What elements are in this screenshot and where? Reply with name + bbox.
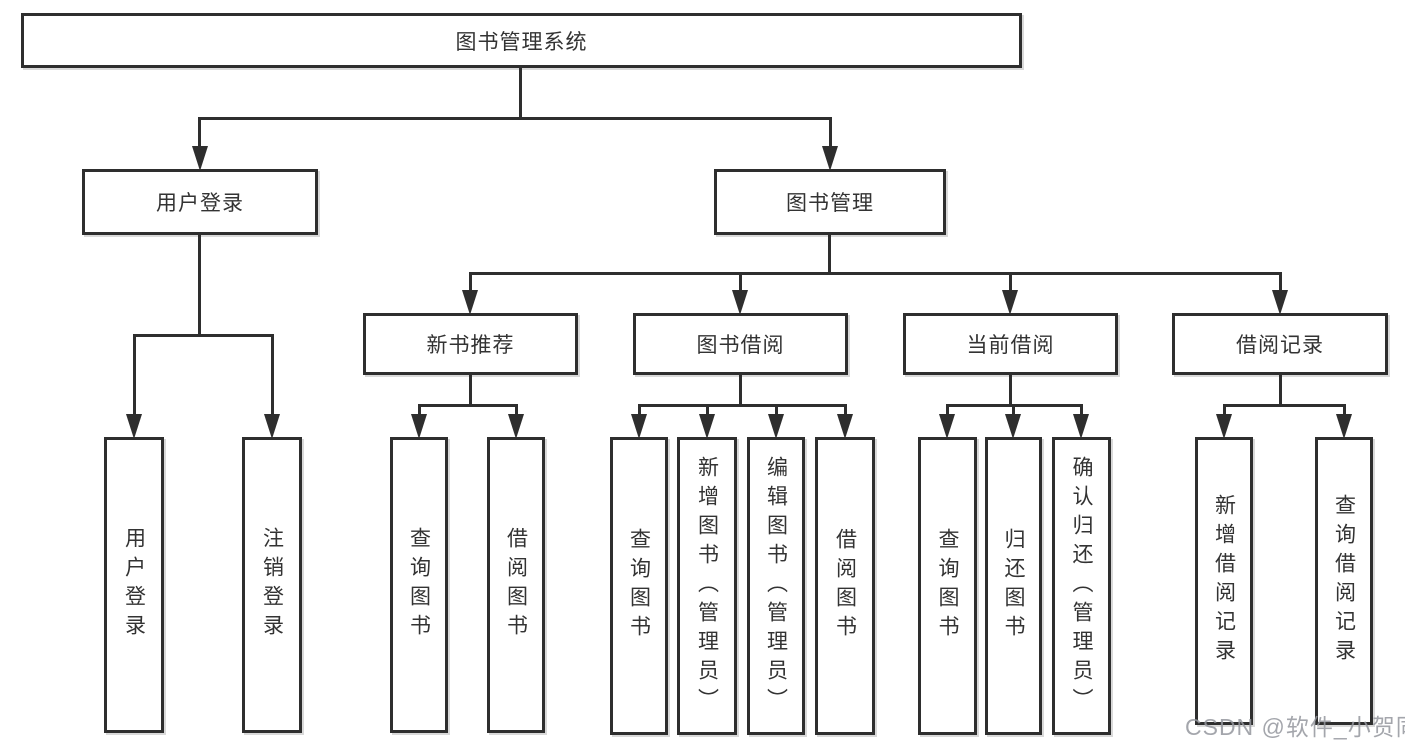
arrow-down-icon [1336, 414, 1352, 439]
arrow-down-icon [1002, 290, 1018, 315]
node-user-login-label: 用户登录 [156, 192, 244, 215]
arrow-down-icon [768, 414, 784, 439]
connector-to-leaf [1343, 404, 1346, 417]
connector-to-book-management [829, 117, 832, 149]
arrow-down-icon [192, 146, 208, 171]
connector-leaf-bar [1223, 404, 1345, 407]
arrow-down-icon [126, 414, 142, 439]
connector-to-leaf [515, 404, 518, 417]
arrow-down-icon [1073, 414, 1089, 439]
arrow-down-icon [939, 414, 955, 439]
connector-to-leaf [271, 334, 274, 418]
connector-to-leaf [1012, 404, 1015, 417]
leaf-label: 注销登录 [260, 527, 284, 643]
leaf-label: 借阅图书 [833, 528, 857, 644]
arrow-down-icon [822, 146, 838, 171]
node-label: 当前借阅 [966, 334, 1055, 357]
arrow-down-icon [462, 290, 478, 315]
arrow-down-icon [1272, 290, 1288, 315]
connector-login-stem [198, 234, 201, 336]
leaf-return-books: 归还图书 [985, 437, 1042, 735]
connector-leaf-bar [418, 404, 518, 407]
node-label: 新书推荐 [426, 334, 515, 357]
node-book-management-label: 图书管理 [786, 192, 874, 215]
arrow-down-icon [732, 290, 748, 315]
node-new-book-recommendation: 新书推荐 [363, 313, 578, 375]
leaf-add-book-admin: 新增图书（管理员） [677, 437, 737, 735]
connector-level1-bar [198, 117, 832, 120]
leaf-label: 查询图书 [936, 528, 959, 644]
arrow-down-icon [264, 414, 280, 439]
connector-stem [739, 374, 742, 407]
node-current-borrowing: 当前借阅 [903, 313, 1118, 375]
leaf-label: 查询借阅记录 [1332, 494, 1356, 668]
node-label: 图书借阅 [696, 334, 785, 357]
arrow-down-icon [1216, 414, 1232, 439]
arrow-down-icon [699, 414, 715, 439]
leaf-label: 归还图书 [1002, 528, 1025, 644]
leaf-query-books-borrow: 查询图书 [610, 437, 668, 735]
leaf-borrow-books: 借阅图书 [815, 437, 875, 735]
leaf-add-borrow-record: 新增借阅记录 [1195, 437, 1253, 725]
connector-to-node [739, 272, 742, 293]
connector-to-leaf [638, 404, 641, 417]
connector-to-leaf [844, 404, 847, 417]
leaf-edit-book-admin: 编辑图书（管理员） [747, 437, 805, 735]
connector-to-node [1279, 272, 1282, 293]
leaf-query-borrow-record: 查询借阅记录 [1315, 437, 1373, 725]
connector-to-leaf [706, 404, 709, 417]
leaf-label: 查询图书 [627, 528, 651, 644]
connector-to-leaf [775, 404, 778, 417]
leaf-query-books-current: 查询图书 [918, 437, 977, 735]
connector-to-leaf [418, 404, 421, 417]
connector-to-leaf [1223, 404, 1226, 417]
arrow-down-icon [631, 414, 647, 439]
node-borrowing-records: 借阅记录 [1172, 313, 1388, 375]
connector-to-leaf [946, 404, 949, 417]
node-book-borrowing: 图书借阅 [633, 313, 848, 375]
leaf-query-books-recommend: 查询图书 [390, 437, 448, 733]
connector-leaf-bar [638, 404, 846, 407]
arrow-down-icon [1005, 414, 1021, 439]
arrow-down-icon [411, 414, 427, 439]
connector-root-stem [519, 67, 522, 120]
node-label: 借阅记录 [1236, 334, 1324, 357]
node-user-login: 用户登录 [82, 169, 318, 235]
connector-stem [1279, 374, 1282, 407]
connector-to-leaf [133, 334, 136, 418]
connector-to-node [1009, 272, 1012, 293]
connector-mgmt-stem [828, 234, 831, 275]
connector-to-user-login [198, 117, 201, 149]
connector-stem [1009, 374, 1012, 407]
leaf-label: 确认归还（管理员） [1070, 455, 1093, 717]
node-library-system-label: 图书管理系统 [455, 30, 588, 54]
leaf-label: 新增借阅记录 [1212, 494, 1236, 668]
connector-level3-bar [469, 272, 1282, 275]
node-book-management: 图书管理 [714, 169, 946, 235]
connector-to-node [469, 272, 472, 293]
leaf-user-login: 用户登录 [104, 437, 164, 733]
leaf-borrow-books-recommend: 借阅图书 [487, 437, 545, 733]
connector-stem [469, 374, 472, 407]
leaf-confirm-return-admin: 确认归还（管理员） [1052, 437, 1111, 735]
connector-to-leaf [1080, 404, 1083, 417]
node-library-system: 图书管理系统 [21, 13, 1022, 68]
leaf-logout: 注销登录 [242, 437, 302, 733]
connector-login-bar [133, 334, 274, 337]
leaf-label: 借阅图书 [504, 527, 528, 643]
leaf-label: 新增图书（管理员） [695, 455, 719, 717]
arrow-down-icon [508, 414, 524, 439]
leaf-label: 编辑图书（管理员） [764, 455, 788, 717]
leaf-label: 查询图书 [407, 527, 431, 643]
arrow-down-icon [837, 414, 853, 439]
csdn-watermark: CSDN @软件_小贺同学 [1185, 714, 1405, 740]
leaf-label: 用户登录 [122, 527, 146, 643]
